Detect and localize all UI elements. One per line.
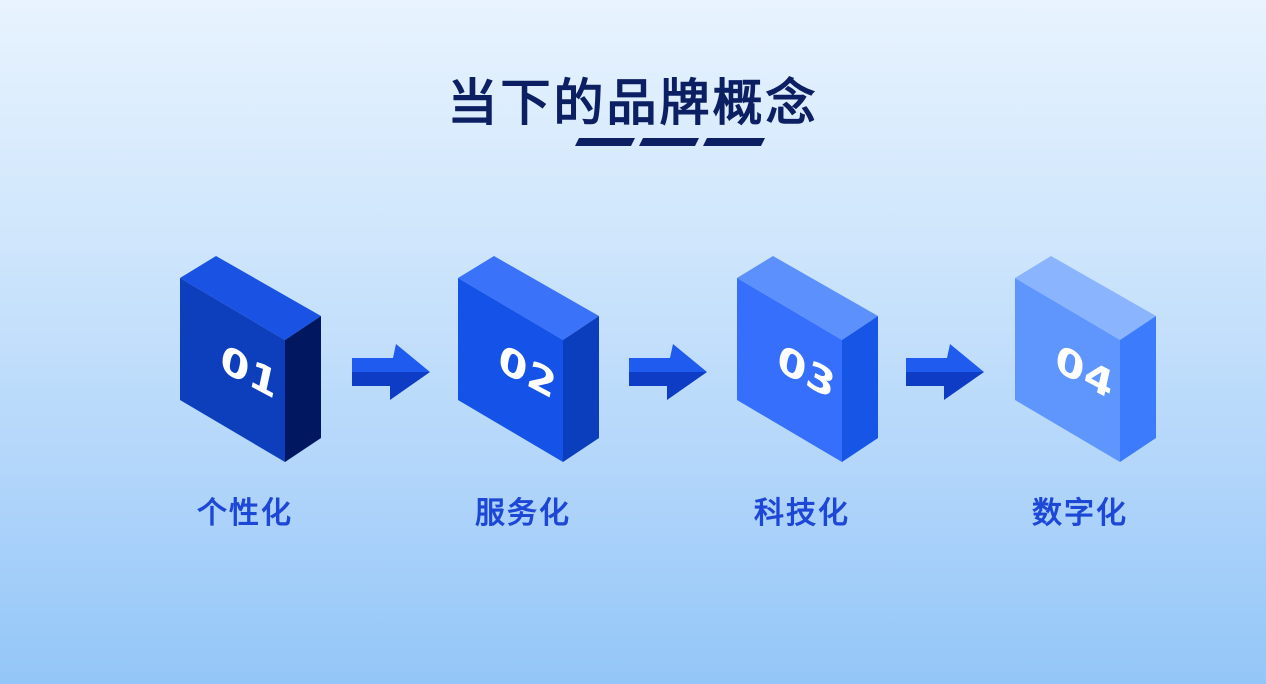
step-cube-1: 01	[180, 256, 360, 466]
step-cube-3: 03	[737, 256, 917, 466]
step-label-4: 数字化	[1032, 496, 1128, 531]
page-title: 当下的品牌概念	[447, 74, 819, 132]
arrow-right-icon	[629, 344, 707, 400]
arrow-right-icon	[906, 344, 984, 400]
cube-shape	[1015, 256, 1156, 462]
cube-shape	[180, 256, 321, 462]
arrow-right-icon	[352, 344, 430, 400]
step-label-1: 个性化	[197, 496, 293, 531]
step-label-2: 服务化	[475, 496, 571, 531]
step-cube-4: 04	[1015, 256, 1195, 466]
cube-shape	[458, 256, 599, 462]
cube-shape	[737, 256, 878, 462]
title-underline-decoration	[575, 138, 765, 146]
step-label-3: 科技化	[754, 496, 850, 531]
step-cube-2: 02	[458, 256, 638, 466]
